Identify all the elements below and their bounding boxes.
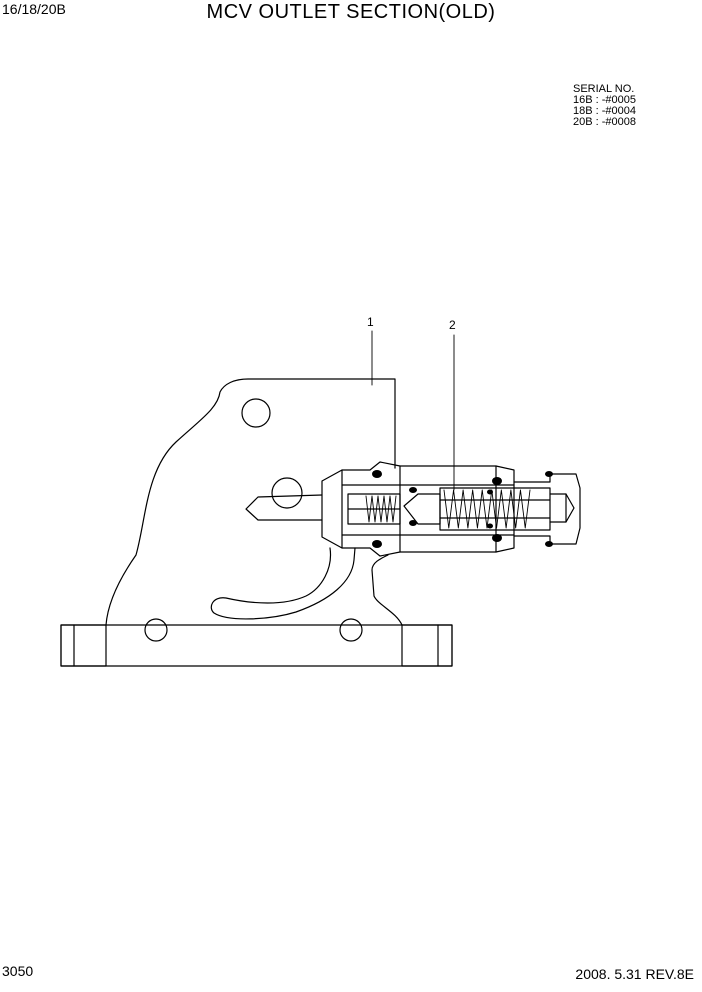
body-outline — [105, 378, 396, 626]
callout-label-1: 1 — [367, 315, 374, 329]
cartridge-valve-part-2 — [321, 461, 581, 557]
valve-springs — [365, 489, 531, 529]
page-number: 3050 — [2, 963, 34, 979]
o-ring-seals — [372, 470, 553, 548]
serial-number-block: SERIAL NO. 16B : -#0005 18B : -#0004 20B… — [573, 84, 636, 128]
serial-line-20b: 20B : -#0008 — [573, 116, 636, 128]
callout-label-2: 2 — [449, 318, 456, 332]
serial-heading: SERIAL NO. — [573, 83, 635, 95]
lower-left-bolt-hole — [144, 618, 168, 642]
pilot-spring — [365, 495, 397, 523]
serial-line-18b: 18B : -#0004 — [573, 105, 636, 117]
lower-right-bolt-hole — [339, 618, 363, 642]
left-mounting-tab — [60, 624, 107, 667]
poppet — [403, 493, 441, 525]
right-mounting-tab — [401, 624, 453, 667]
internal-flow-channel — [210, 547, 356, 620]
outlet-housing-part-1 — [60, 378, 453, 667]
callout-2: 2 — [449, 318, 456, 491]
port-hole — [271, 477, 303, 509]
adjuster-end — [549, 493, 575, 523]
right-lobe-outline — [371, 554, 403, 626]
upper-bolt-hole — [241, 398, 271, 428]
revision-date: 2008. 5.31 REV.8E — [575, 966, 694, 982]
piston — [439, 487, 551, 531]
spool-tip — [245, 494, 323, 521]
base-plate — [60, 624, 453, 667]
callout-1: 1 — [367, 315, 374, 386]
serial-line-16b: 16B : -#0005 — [573, 94, 636, 106]
main-spring — [443, 489, 531, 529]
model-code: 16/18/20B — [2, 1, 66, 17]
page-title: MCV OUTLET SECTION(OLD) — [206, 1, 496, 23]
